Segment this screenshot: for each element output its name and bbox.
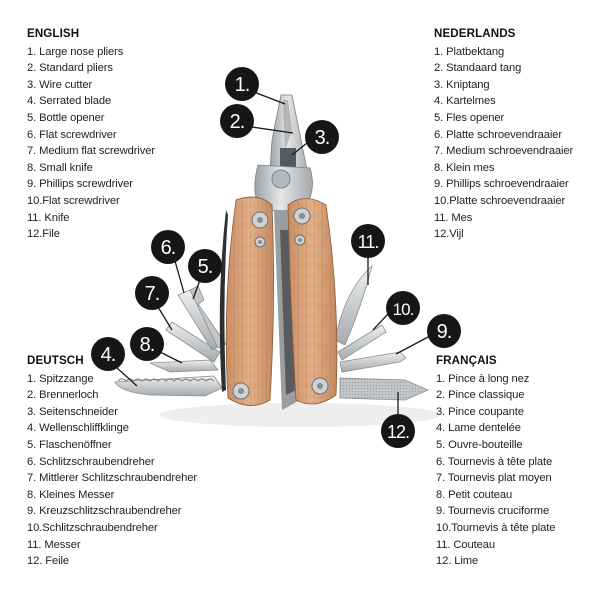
legend-item: 6. Platte schroevendraaier: [434, 128, 562, 141]
svg-text:8.: 8.: [140, 334, 155, 356]
legend-item: 3. Wire cutter: [27, 78, 93, 91]
legend-item: 6. Schlitzschraubendreher: [27, 455, 155, 468]
callout-12: 12.: [381, 414, 415, 448]
right-tools: [334, 264, 430, 401]
right-handle: [287, 198, 338, 405]
legend-item: 7. Tournevis plat moyen: [436, 472, 552, 485]
legend-item: 11. Couteau: [436, 538, 496, 551]
svg-text:9.: 9.: [437, 321, 452, 343]
legend-item: 2. Standaard tang: [434, 62, 522, 75]
legend-item: 5. Fles opener: [434, 111, 505, 124]
legend-item: 4. Wellenschliffklinge: [27, 422, 129, 435]
legend-item: 12.File: [27, 228, 60, 241]
legend-list: 1. Spitzzange 2. Brennerloch 3. Seitensc…: [27, 371, 197, 570]
callout-7: 7.: [135, 276, 169, 310]
svg-text:5.: 5.: [198, 256, 213, 278]
legend-item: 9. Phillips schroevendraaier: [434, 178, 569, 191]
legend-deutsch: DEUTSCH 1. Spitzzange 2. Brennerloch 3. …: [27, 353, 197, 570]
legend-item: 11. Knife: [27, 211, 70, 224]
svg-text:1.: 1.: [235, 74, 250, 96]
legend-item: 4. Kartelmes: [434, 95, 496, 108]
legend-item: 5. Ouvre-bouteille: [436, 438, 523, 451]
legend-item: 8. Small knife: [27, 161, 93, 174]
legend-item: 10.Flat screwdriver: [27, 194, 120, 207]
legend-item: 6. Tournevis à tête plate: [436, 455, 553, 468]
legend-item: 2. Pince classique: [436, 389, 525, 402]
callout-1: 1.: [225, 67, 259, 101]
legend-item: 12.Vijl: [434, 228, 464, 241]
legend-item: 1. Platbektang: [434, 45, 505, 58]
legend-item: 7. Mittlerer Schlitzschraubendreher: [27, 472, 197, 485]
legend-item: 12. Feile: [27, 555, 70, 568]
legend-item: 3. Kniptang: [434, 78, 490, 91]
legend-item: 7. Medium schroevendraaier: [434, 145, 574, 158]
legend-title: ENGLISH: [27, 27, 80, 40]
legend-item: 11. Messer: [27, 538, 81, 551]
callout-11: 11.: [351, 224, 385, 258]
legend-item: 11. Mes: [434, 211, 473, 224]
legend-item: 9. Tournevis cruciforme: [436, 505, 550, 518]
left-tools: [114, 285, 227, 397]
legend-title: DEUTSCH: [27, 354, 84, 367]
svg-text:4.: 4.: [101, 344, 116, 366]
legend-item: 2. Standard pliers: [27, 62, 113, 75]
callout-6: 6.: [151, 230, 185, 264]
legend-item: 12. Lime: [436, 555, 479, 568]
legend-nederlands: NEDERLANDS 1. Platbektang 2. Standaard t…: [434, 26, 573, 243]
svg-text:3.: 3.: [315, 127, 330, 149]
callout-4: 4.: [91, 337, 125, 371]
svg-text:2.: 2.: [230, 111, 245, 133]
legend-item: 9. Phillips screwdriver: [27, 178, 133, 191]
legend-title: NEDERLANDS: [434, 27, 516, 40]
leader-lines: [116, 91, 431, 415]
svg-text:11.: 11.: [358, 232, 379, 252]
callout-8: 8.: [130, 327, 164, 361]
legend-item: 7. Medium flat screwdriver: [27, 145, 155, 158]
legend-english: ENGLISH 1. Large nose pliers 2. Standard…: [27, 26, 155, 243]
legend-item: 10.Tournevis à tête plate: [436, 521, 556, 534]
plier-head: [254, 94, 313, 213]
legend-item: 3. Pince coupante: [436, 405, 524, 418]
svg-text:10.: 10.: [393, 300, 414, 319]
legend-francais: FRANÇAIS 1. Pince à long nez 2. Pince cl…: [436, 353, 556, 570]
callout-9: 9.: [427, 314, 461, 348]
callout-3: 3.: [305, 120, 339, 154]
legend-item: 4. Serrated blade: [27, 95, 112, 108]
legend-item: 5. Bottle opener: [27, 111, 105, 124]
callout-5: 5.: [188, 249, 222, 283]
callout-10: 10.: [386, 291, 420, 325]
left-handle: [219, 196, 274, 406]
legend-list: 1. Platbektang 2. Standaard tang 3. Knip…: [434, 44, 573, 243]
legend-list: 1. Pince à long nez 2. Pince classique 3…: [436, 371, 556, 570]
svg-text:12.: 12.: [387, 422, 409, 442]
legend-item: 6. Flat screwdriver: [27, 128, 117, 141]
legend-item: 1. Large nose pliers: [27, 45, 124, 58]
legend-list: 1. Large nose pliers 2. Standard pliers …: [27, 44, 155, 243]
legend-item: 8. Kleines Messer: [27, 488, 115, 501]
legend-item: 10.Platte schroevendraaier: [434, 194, 566, 207]
callout-2: 2.: [220, 104, 254, 138]
legend-item: 2. Brennerloch: [27, 389, 99, 402]
legend-item: 4. Lame dentelée: [436, 422, 521, 435]
svg-text:6.: 6.: [161, 237, 176, 259]
legend-item: 8. Petit couteau: [436, 488, 513, 501]
legend-item: 5. Flaschenöffner: [27, 438, 112, 451]
legend-item: 1. Spitzzange: [27, 372, 94, 385]
legend-item: 9. Kreuzschlitzschraubendreher: [27, 505, 182, 518]
legend-item: 8. Klein mes: [434, 161, 495, 174]
legend-item: 3. Seitenschneider: [27, 405, 118, 418]
legend-title: FRANÇAIS: [436, 354, 497, 367]
legend-item: 10.Schlitzschraubendreher: [27, 521, 158, 534]
shadow: [160, 403, 440, 427]
svg-text:7.: 7.: [145, 283, 160, 305]
legend-item: 1. Pince à long nez: [436, 372, 530, 385]
